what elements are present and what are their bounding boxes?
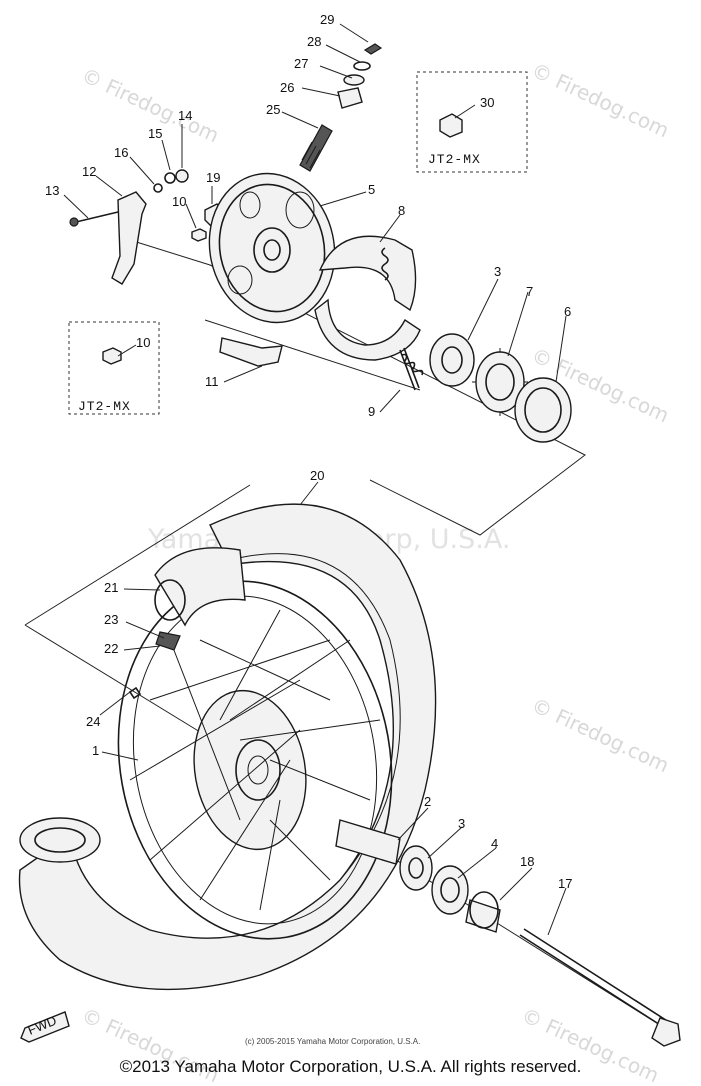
callout-leaders xyxy=(63,23,567,936)
callout-3: 3 xyxy=(494,264,501,279)
variant-box-left: JT2-MX xyxy=(68,321,160,415)
callout-6: 6 xyxy=(564,304,571,319)
callout-21: 21 xyxy=(104,580,118,595)
callout-4: 4 xyxy=(491,836,498,851)
callout-12: 12 xyxy=(82,164,96,179)
callout-10: 10 xyxy=(172,194,186,209)
callout-8: 8 xyxy=(398,203,405,218)
callout-9: 9 xyxy=(368,404,375,419)
callout-14: 14 xyxy=(178,108,192,123)
callout-5: 5 xyxy=(368,182,375,197)
callout-29: 29 xyxy=(320,12,334,27)
part-10-drawing xyxy=(102,347,122,365)
footer-copyright: ©2013 Yamaha Motor Corporation, U.S.A. A… xyxy=(119,1057,582,1076)
callout-15: 15 xyxy=(148,126,162,141)
callout-19: 19 xyxy=(206,170,220,185)
callout-22: 22 xyxy=(104,641,118,656)
part-30-drawing xyxy=(439,113,463,138)
hub-bearings-top xyxy=(429,333,572,443)
variant-label: JT2-MX xyxy=(78,399,131,414)
brake-cam-lever xyxy=(69,169,226,285)
callout-7: 7 xyxy=(526,284,533,299)
callout-25: 25 xyxy=(266,102,280,117)
callout-30: 30 xyxy=(480,95,494,110)
wheel-assembly xyxy=(18,503,437,991)
callout-13: 13 xyxy=(45,183,59,198)
callout-10-variant: 10 xyxy=(136,335,150,350)
watermark-firedog: © Firedog.com xyxy=(528,58,673,143)
axle-parts xyxy=(335,819,681,1047)
small-copyright: (c) 2005-2015 Yamaha Motor Corporation, … xyxy=(245,1037,420,1046)
fwd-arrow: FWD xyxy=(20,1011,70,1043)
callout-20: 20 xyxy=(310,468,324,483)
callout-18: 18 xyxy=(520,854,534,869)
callout-2: 2 xyxy=(424,794,431,809)
callout-23: 23 xyxy=(104,612,118,627)
callout-11: 11 xyxy=(205,374,219,389)
brake-plate xyxy=(208,172,336,324)
callout-1: 1 xyxy=(92,743,99,758)
variant-label: JT2-MX xyxy=(428,152,481,167)
watermark-firedog: © Firedog.com xyxy=(528,693,673,778)
callout-16: 16 xyxy=(114,145,128,160)
callout-17: 17 xyxy=(558,876,572,891)
brake-cam xyxy=(219,337,283,367)
callout-3-axle: 3 xyxy=(458,816,465,831)
inner-tube xyxy=(128,547,246,700)
variant-box-top-right: JT2-MX xyxy=(416,71,528,173)
brake-shoes xyxy=(314,235,424,391)
callout-27: 27 xyxy=(294,56,308,71)
callout-24: 24 xyxy=(86,714,100,729)
callout-numbers: 29 28 27 26 25 30 14 15 16 12 13 19 10 5… xyxy=(45,12,572,891)
callout-28: 28 xyxy=(307,34,321,49)
speedo-gear-stack xyxy=(299,43,383,172)
callout-26: 26 xyxy=(280,80,294,95)
